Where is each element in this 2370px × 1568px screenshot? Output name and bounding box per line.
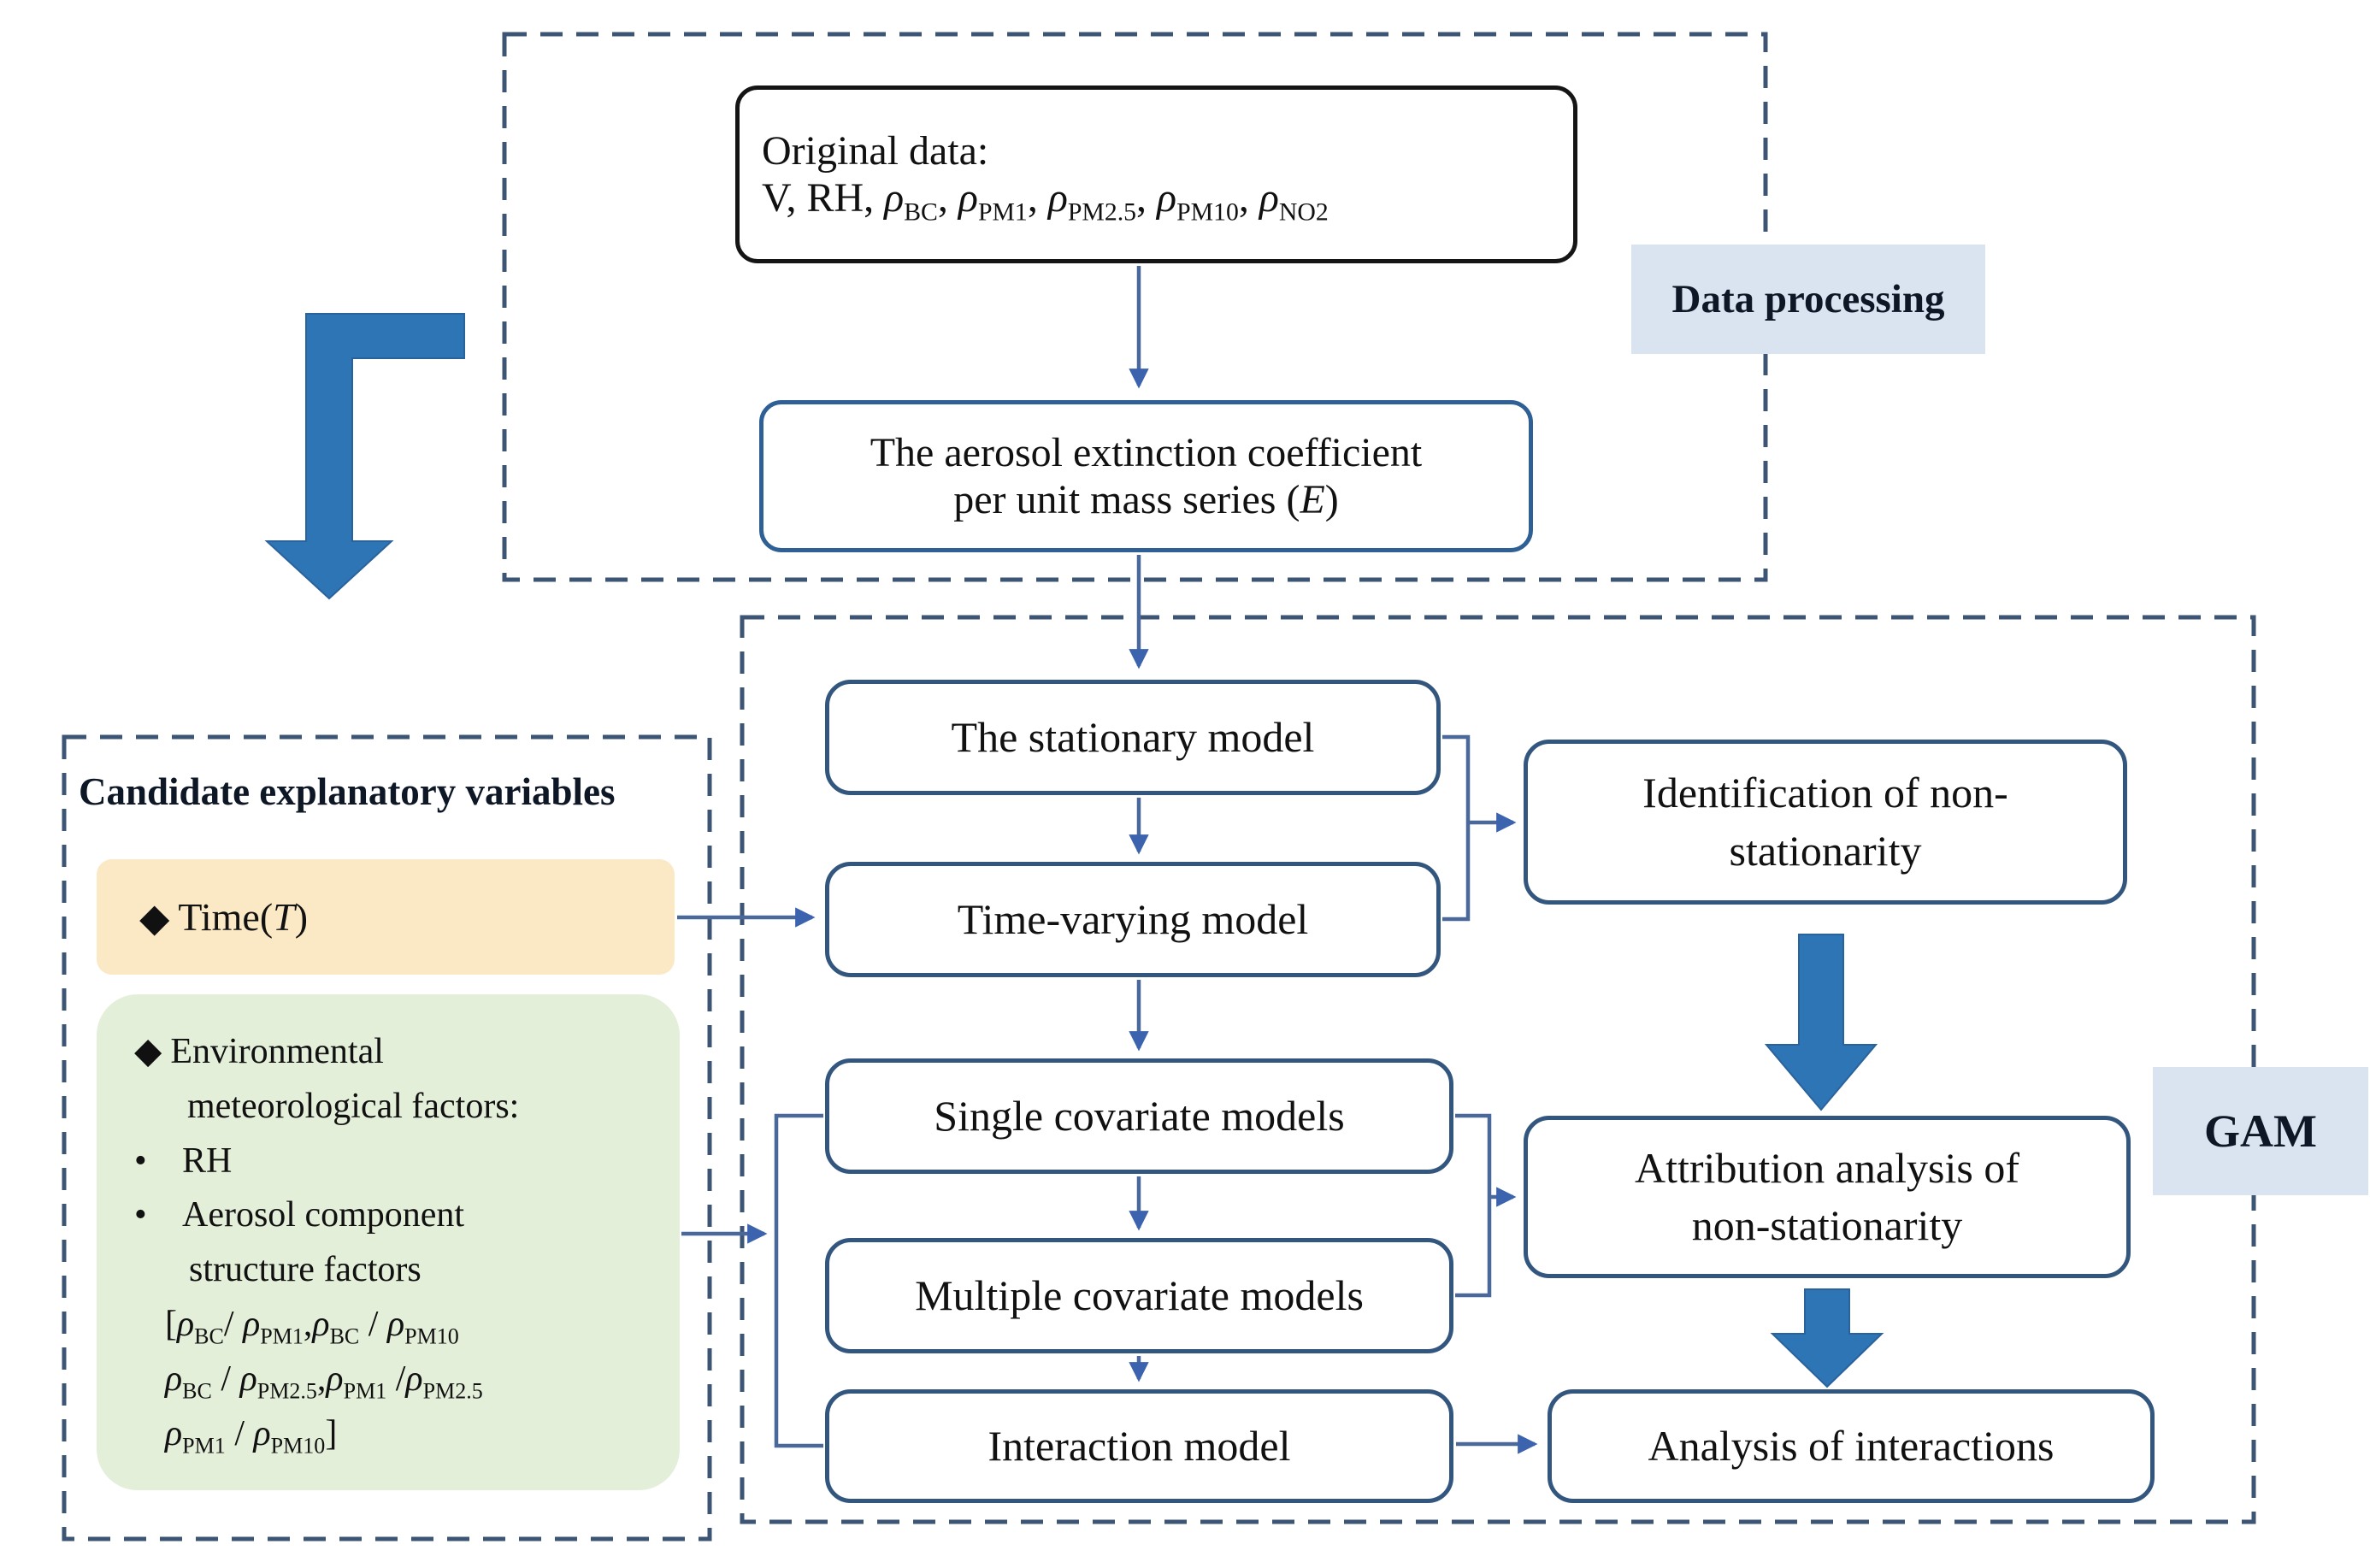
interaction-model-box: Interaction model <box>825 1389 1453 1503</box>
dot-bullet-icon: • <box>134 1141 147 1181</box>
env-item-aerosol-line1: •Aerosol component <box>134 1188 654 1243</box>
attribution-box: Attribution analysis of non-stationarity <box>1524 1116 2131 1278</box>
extinction-line1: The aerosol extinction coefficient <box>870 430 1423 475</box>
time-variable-label: Time(T) <box>178 895 309 939</box>
env-item-aerosol-line2: structure factors <box>189 1250 422 1290</box>
diamond-bullet-icon: ◆ <box>134 1032 162 1071</box>
elbow-arrow-to-candidates <box>264 313 465 600</box>
stationary-model-box: The stationary model <box>825 680 1441 795</box>
ratio-formula-line1: [ρBC/ ρPM1,ρBC / ρPM10 <box>165 1305 459 1349</box>
bracket-left-models <box>774 1113 823 1448</box>
original-data-line2: V, RH, ρBC, ρPM1, ρPM2.5, ρPM10, ρNO2 <box>762 175 1329 227</box>
dot-bullet-icon: • <box>134 1195 147 1235</box>
analysis-interactions-box: Analysis of interactions <box>1548 1389 2155 1503</box>
ratio-formula-line3: ρPM1 / ρPM10] <box>165 1413 338 1459</box>
candidate-variables-dashed-border <box>62 734 712 1541</box>
bracket-stationary-timevarying <box>1442 734 1471 922</box>
attribution-line2: non-stationarity <box>1691 1201 1963 1249</box>
gam-dashed-border <box>740 615 2256 1524</box>
data-processing-dashed-border <box>502 32 1768 582</box>
multiple-covariate-models-box: Multiple covariate models <box>825 1238 1453 1353</box>
diamond-bullet-icon: ◆ <box>139 895 170 940</box>
candidate-panel-title: Candidate explanatory variables <box>79 770 616 813</box>
single-covariate-models-box: Single covariate models <box>825 1058 1453 1174</box>
down-arrow-identification-to-attribution <box>1764 934 1878 1111</box>
bracket-single-multiple <box>1455 1113 1492 1298</box>
down-arrow-attribution-to-analysis <box>1770 1288 1884 1388</box>
identification-box: Identification of non- stationarity <box>1524 740 2127 905</box>
original-data-line1: Original data: <box>762 128 989 174</box>
time-varying-model-box: Time-varying model <box>825 862 1441 977</box>
env-line1: ◆Environmental <box>134 1032 384 1071</box>
time-variable-box: ◆ Time(T) <box>97 859 675 975</box>
data-processing-label: Data processing <box>1631 245 1985 354</box>
identification-line2: stationarity <box>1729 826 1922 875</box>
ratio-formula-line2: ρBC / ρPM2.5,ρPM1 /ρPM2.5 <box>165 1359 483 1404</box>
gam-label: GAM <box>2153 1067 2368 1195</box>
extinction-line2: per unit mass series (E) <box>953 477 1339 522</box>
original-data-box: Original data: V, RH, ρBC, ρPM1, ρPM2.5,… <box>735 85 1577 263</box>
environmental-factors-box: ◆Environmental meteorological factors: •… <box>97 994 680 1490</box>
env-item-rh: •RH <box>134 1135 654 1189</box>
identification-line1: Identification of non- <box>1642 769 2008 816</box>
env-line2: meteorological factors: <box>187 1086 520 1126</box>
attribution-line1: Attribution analysis of <box>1635 1143 2019 1192</box>
extinction-coefficient-box: The aerosol extinction coefficient per u… <box>759 400 1533 552</box>
